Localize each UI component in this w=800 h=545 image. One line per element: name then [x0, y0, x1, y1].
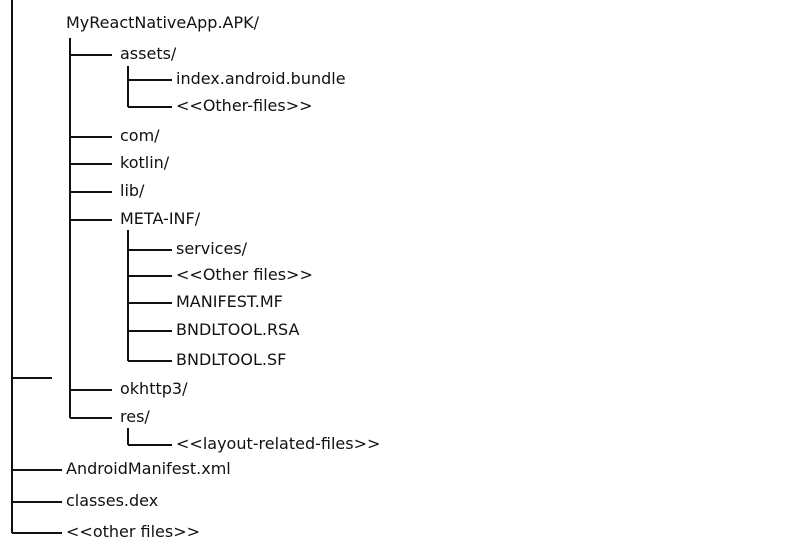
assets-other-files: <<Other-files>> [176, 96, 313, 115]
file-bndltool-sf: BNDLTOOL.SF [176, 350, 287, 369]
folder-services: services/ [176, 239, 248, 258]
folder-kotlin: kotlin/ [120, 153, 170, 172]
file-bndltool-rsa: BNDLTOOL.RSA [176, 320, 300, 339]
root-folder-label: MyReactNativeApp.APK/ [66, 13, 260, 32]
meta-inf-other-files: <<Other files>> [176, 265, 313, 284]
folder-res: res/ [120, 407, 150, 426]
file-index-android-bundle: index.android.bundle [176, 69, 346, 88]
file-androidmanifest-xml: AndroidManifest.xml [66, 459, 231, 478]
folder-assets: assets/ [120, 44, 177, 63]
file-classes-dex: classes.dex [66, 491, 159, 510]
root-other-files: <<other files>> [66, 522, 201, 541]
folder-okhttp3: okhttp3/ [120, 379, 188, 398]
folder-meta-inf: META-INF/ [120, 209, 201, 228]
folder-lib: lib/ [120, 181, 145, 200]
folder-com: com/ [120, 126, 160, 145]
file-manifest-mf: MANIFEST.MF [176, 292, 283, 311]
res-layout-related-files: <<layout-related-files>> [176, 434, 381, 453]
